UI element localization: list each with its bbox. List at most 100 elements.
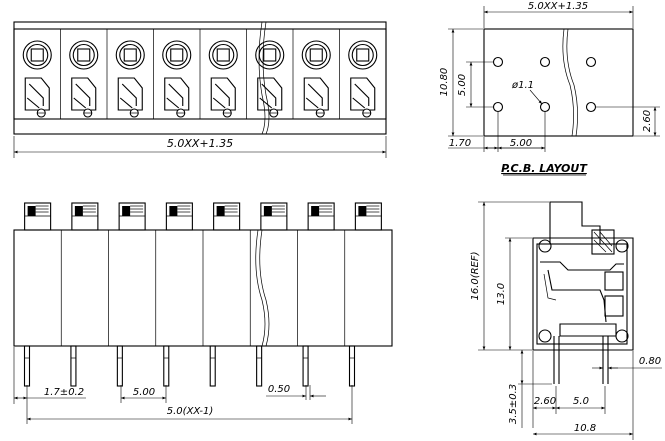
screw-ring (301, 40, 331, 70)
wire-entry (24, 77, 50, 111)
lever-shade (311, 206, 320, 216)
side-pin (70, 345, 77, 387)
side-pole-group (23, 202, 382, 387)
housing-outline (532, 237, 634, 351)
break-line (255, 229, 266, 347)
lever-top (71, 202, 99, 231)
front-pole-group (22, 29, 378, 119)
wire-entry-detail (166, 83, 184, 109)
pcb-hole (492, 56, 504, 68)
pcb-hole (539, 56, 551, 68)
pcb-hole (492, 101, 504, 113)
pcb-hole-label: ø1.1 (511, 80, 534, 91)
screw-head (165, 43, 188, 67)
wire-entry (350, 77, 376, 111)
screw-ring (348, 40, 378, 70)
lever-top (354, 202, 382, 231)
pcb-height-label: 10.80 (439, 68, 450, 97)
screw-square (263, 48, 277, 62)
pcb-hole (585, 101, 597, 113)
profile-body-height-label: 13.0 (496, 283, 507, 305)
screw-square (216, 48, 230, 62)
screw-ring (69, 40, 99, 70)
wire-entry (71, 77, 97, 111)
side-span-label: 5.0(XX-1) (167, 406, 213, 417)
side-pole (155, 202, 193, 387)
profile-pin-spacing-left-label: 2.60 (534, 396, 556, 407)
lever-top (165, 202, 193, 231)
profile-depth-label: 10.8 (574, 423, 596, 434)
screw-window (591, 229, 615, 255)
front-view: 5.0XX+1.35 (13, 21, 387, 158)
pcb-hole (585, 56, 597, 68)
corner-hole (615, 239, 629, 253)
side-pin (163, 345, 170, 387)
side-pin (348, 345, 356, 387)
wire-entry (303, 77, 329, 111)
corner-hole (615, 329, 629, 343)
wire-entry (210, 77, 236, 111)
side-pole (202, 202, 241, 387)
wire-entry-detail (352, 83, 370, 109)
wire-entry (117, 77, 143, 111)
profile-view: 16.0(REF) 13.0 3.5±0.3 2.60 5.0 10.8 0.8… (470, 201, 662, 440)
wire-entry-detail (259, 83, 277, 109)
screw-square (309, 48, 323, 62)
wire-entry-detail (212, 83, 230, 109)
side-pin (256, 345, 263, 387)
corner-hole (538, 329, 552, 343)
screw-square (123, 48, 137, 62)
screw-square (30, 48, 44, 62)
wire-entry-detail (305, 83, 323, 109)
lever-top (118, 202, 146, 231)
front-pole (246, 29, 285, 119)
break-line (562, 28, 574, 137)
front-pole (292, 29, 331, 119)
lever-top (24, 202, 52, 231)
side-view: 1.7±0.2 5.00 0.50 5.0(XX-1) (13, 202, 393, 424)
wire-entry (257, 77, 283, 111)
front-pole (153, 29, 192, 119)
profile-pin-size-label: 0.80 (639, 356, 661, 367)
front-pole (199, 29, 238, 119)
pcb-width-label: 5.0XX+1.35 (528, 1, 588, 12)
lever-shade (122, 206, 131, 216)
side-pitch-label: 5.00 (133, 387, 155, 398)
wire-entry-detail (73, 83, 91, 109)
break-line (259, 229, 270, 347)
wire-entry-detail (26, 83, 44, 109)
profile-height-ref-label: 16.0(REF) (470, 251, 481, 300)
pcb-offset-right-label: 2.60 (642, 110, 653, 132)
screw-ring (255, 40, 285, 70)
screw-square (170, 48, 184, 62)
clamp (547, 269, 607, 323)
side-pin-offset-label: 1.7±0.2 (44, 387, 84, 398)
pcb-layout-title: P.C.B. LAYOUT (501, 162, 588, 175)
screw-ring (162, 40, 192, 70)
base-block (559, 323, 617, 337)
clamp-block (604, 295, 624, 317)
pcb-pitch-vertical-label: 5.00 (457, 74, 468, 96)
screw-head (258, 43, 281, 67)
screw-ring (115, 40, 145, 70)
pcb-layout: 5.0XX+1.35 10.80 5.00 ø1.1 2.60 1.70 5.0… (439, 1, 660, 176)
front-pole (339, 29, 378, 119)
screw-ring (22, 40, 52, 70)
wire-entry-detail (119, 83, 137, 109)
screw-square (77, 48, 91, 62)
side-pin (23, 345, 31, 387)
side-pin-width-label: 0.50 (268, 384, 290, 395)
side-pole (108, 202, 146, 387)
corner-hole (538, 239, 552, 253)
wire-entry (164, 77, 190, 111)
screw-head (72, 43, 95, 67)
lever-shade (358, 206, 367, 216)
lever-shade (216, 206, 225, 216)
pcb-hole (539, 101, 551, 113)
lever-top (307, 202, 335, 231)
profile-pin-length-label: 3.5±0.3 (508, 384, 519, 424)
lever-shade (74, 206, 83, 216)
lever-top (213, 202, 241, 231)
side-pin (116, 345, 123, 387)
